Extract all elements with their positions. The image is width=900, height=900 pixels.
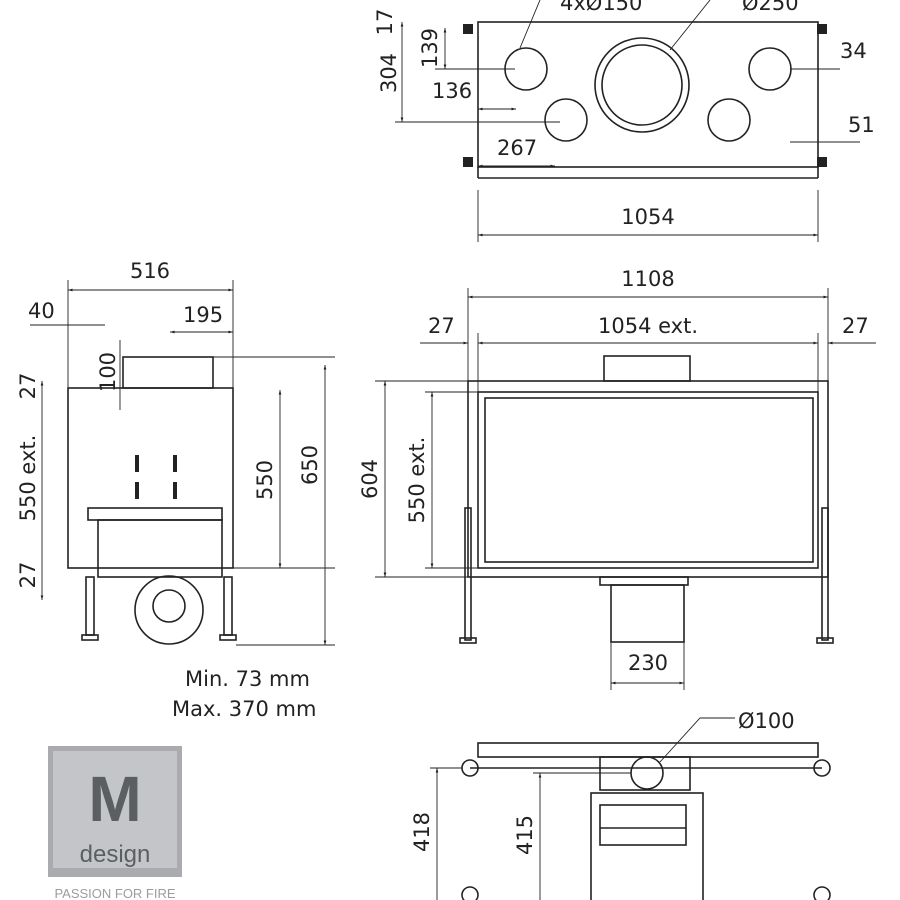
- logo-letter: M: [88, 763, 141, 835]
- side-view: 516 40 195 100 27 550 ext. 27 550 650 Mi…: [16, 259, 335, 721]
- dim-27-right: 27: [842, 314, 869, 338]
- dim-230: 230: [628, 651, 668, 675]
- dim-100: 100: [96, 352, 120, 392]
- logo-tagline: PASSION FOR FIRE: [54, 886, 175, 900]
- leg-max: Max. 370 mm: [172, 697, 316, 721]
- dim-304: 304: [377, 53, 401, 93]
- top-view: 4xØ150 Ø250 17 139 304 136 267 34 51 105…: [373, 0, 875, 242]
- logo-word: design: [80, 841, 151, 868]
- dim-550: 550: [253, 460, 277, 500]
- dim-550-ext-front: 550 ext.: [405, 437, 429, 524]
- dim-415: 415: [513, 815, 537, 855]
- dim-100-diameter: Ø100: [738, 709, 795, 733]
- front-view: 1108 27 1054 ext. 27 604 550 ext. 230: [358, 267, 876, 690]
- label-main-flue: Ø250: [742, 0, 799, 15]
- dim-550-ext: 550 ext.: [16, 435, 40, 522]
- dim-51: 51: [848, 113, 875, 137]
- dim-1054-ext: 1054 ext.: [598, 314, 698, 338]
- dim-516: 516: [130, 259, 170, 283]
- m-design-logo: M design PASSION FOR FIRE: [48, 746, 182, 900]
- leg-min: Min. 73 mm: [185, 667, 310, 691]
- dim-40: 40: [28, 299, 55, 323]
- dim-195: 195: [183, 303, 223, 327]
- dim-34: 34: [840, 39, 867, 63]
- dim-267: 267: [497, 136, 537, 160]
- dim-136: 136: [432, 79, 472, 103]
- dim-27-top: 27: [16, 373, 40, 400]
- dim-27-bottom: 27: [16, 562, 40, 589]
- dim-1108: 1108: [621, 267, 674, 291]
- dim-1054: 1054: [621, 205, 674, 229]
- dim-650: 650: [298, 445, 322, 485]
- dim-418: 418: [410, 812, 434, 852]
- dim-604: 604: [358, 459, 382, 499]
- dim-17: 17: [373, 9, 397, 36]
- dim-27-left: 27: [428, 314, 455, 338]
- dim-139: 139: [418, 28, 442, 68]
- label-holes: 4xØ150: [560, 0, 642, 15]
- bottom-view: Ø100 418 415: [410, 709, 831, 900]
